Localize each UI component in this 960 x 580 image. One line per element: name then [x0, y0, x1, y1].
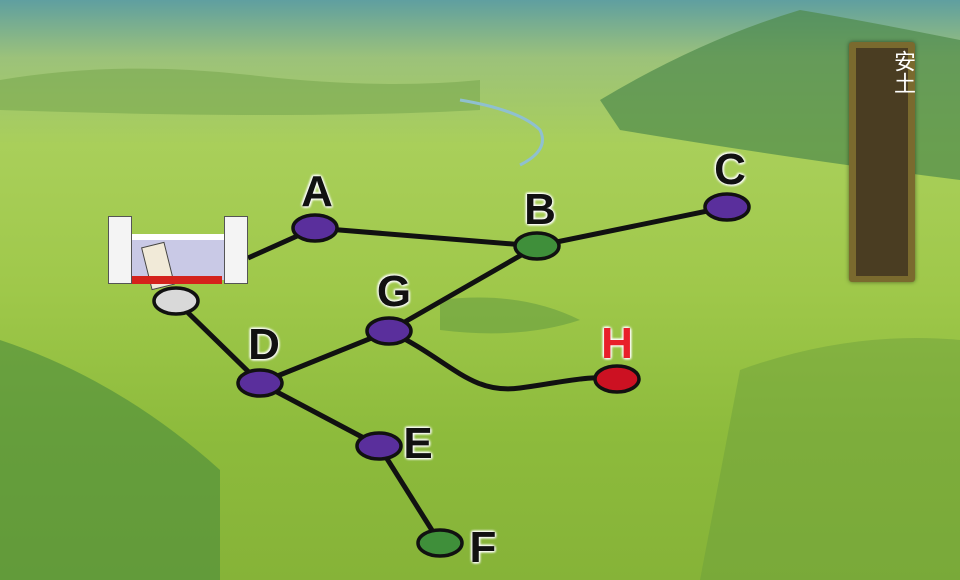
- route-B-C: [536, 204, 728, 249]
- route-A-B: [314, 225, 538, 249]
- node-b[interactable]: [513, 231, 561, 261]
- node-label-d: D: [248, 320, 280, 369]
- route-start-D: [174, 299, 262, 385]
- node-label-c: C: [714, 145, 746, 194]
- node-label-h: H: [601, 319, 633, 368]
- node-label-b: B: [524, 185, 556, 234]
- route-G-D: [259, 328, 390, 386]
- route-E-F: [376, 444, 443, 545]
- node-label-f: F: [469, 523, 497, 572]
- location-name-panel: 安土: [849, 42, 915, 282]
- route-D-E: [258, 380, 381, 449]
- node-d[interactable]: [236, 368, 284, 398]
- node-f[interactable]: [416, 528, 464, 558]
- node-a[interactable]: [291, 213, 339, 243]
- node-label-g: G: [376, 267, 412, 316]
- node-label-a: A: [301, 167, 333, 216]
- route-G-H: [387, 328, 618, 392]
- location-name: 安土: [890, 50, 915, 94]
- node-g[interactable]: [365, 316, 413, 346]
- start-node[interactable]: [152, 286, 200, 316]
- node-h[interactable]: [593, 364, 641, 394]
- node-label-e: E: [403, 419, 433, 468]
- route-B-G: [387, 243, 539, 334]
- army-camp-icon: [106, 214, 248, 291]
- node-c[interactable]: [703, 192, 751, 222]
- node-e[interactable]: [355, 431, 403, 461]
